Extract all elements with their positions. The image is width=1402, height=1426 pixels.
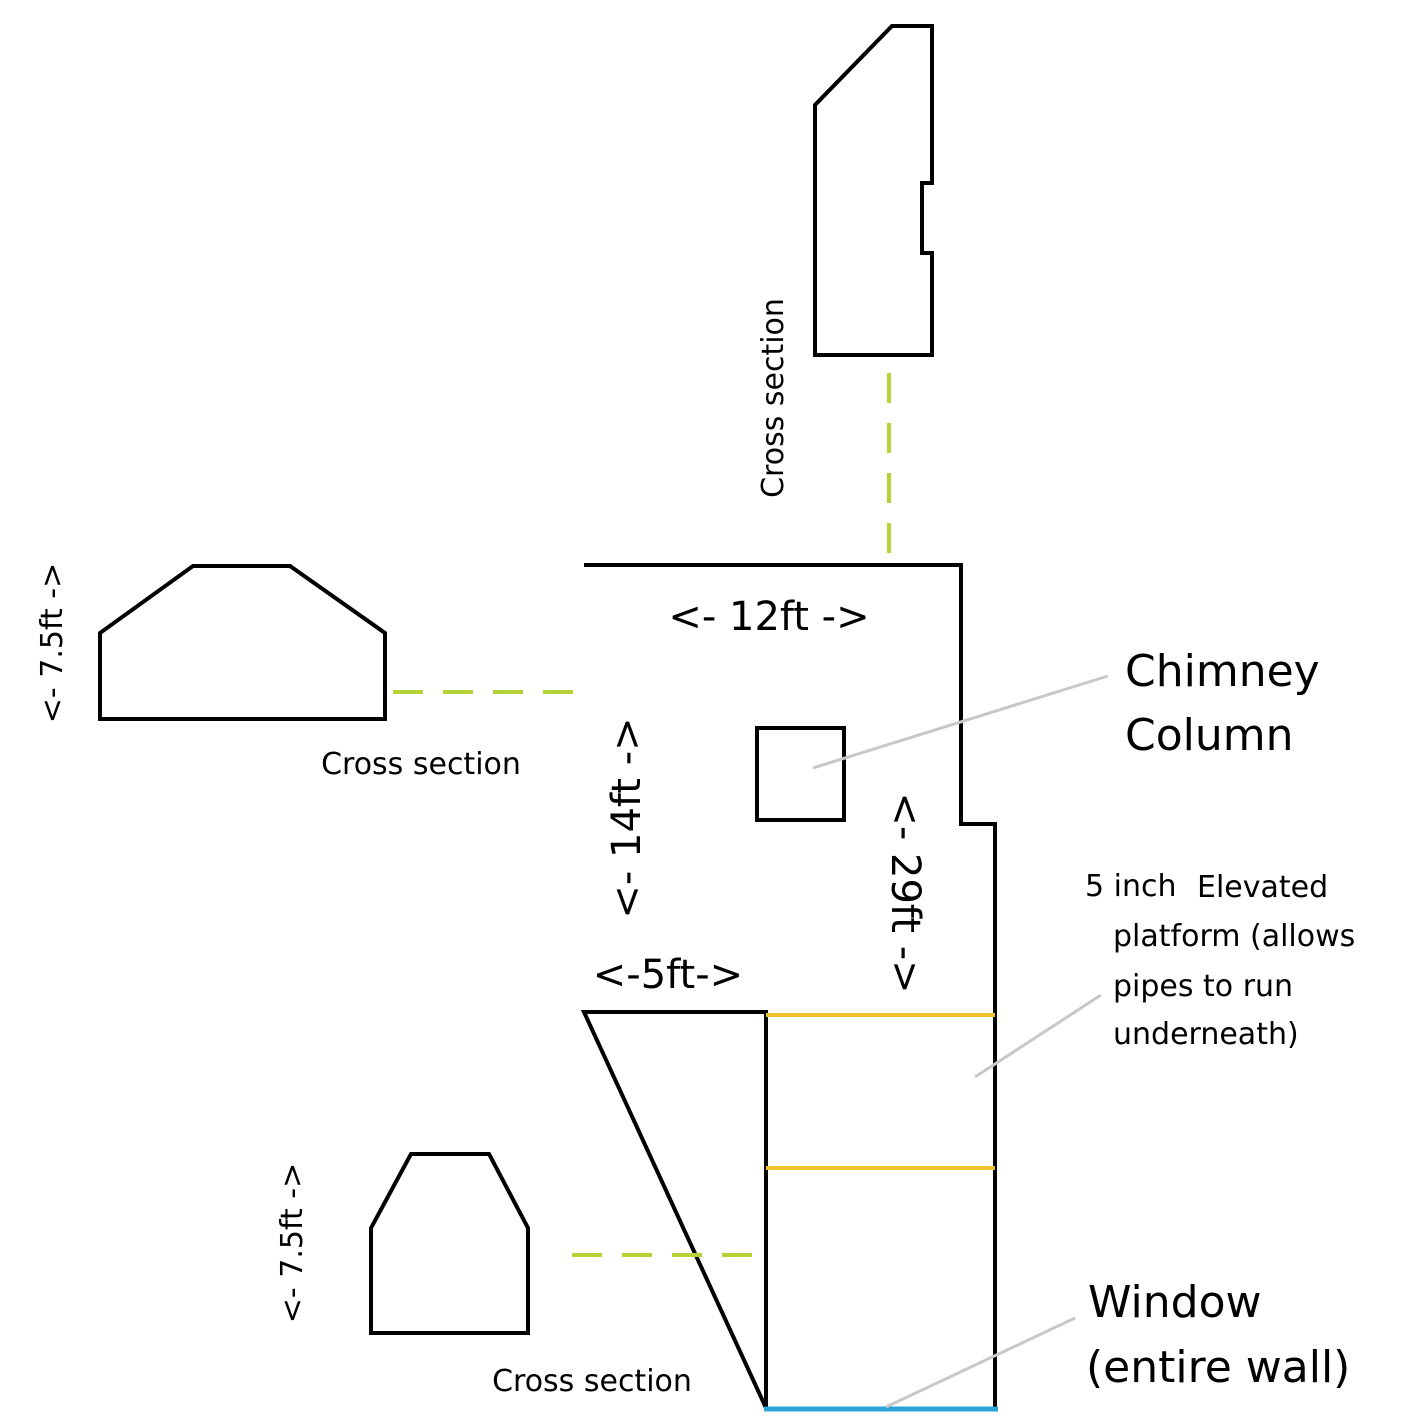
main-room-outline [580, 563, 997, 1409]
cross-section-label-top: Cross section [756, 298, 791, 498]
cross-section-shape-left [98, 564, 387, 721]
platform-label-line2: platform (allows [1113, 919, 1355, 954]
leader-chimney [812, 674, 1109, 770]
chimney-label-line1: Chimney [1125, 646, 1320, 697]
dimension-bottom-cross-height: <- 7.5ft -> [275, 1163, 310, 1324]
platform-label-line3: pipes to run [1113, 969, 1293, 1004]
dimension-left-height: <- 14ft -> [604, 717, 650, 918]
dimension-left-cross-height: <- 7.5ft -> [35, 563, 70, 724]
dimension-right-length: <- 29ft -> [882, 792, 928, 993]
chimney-column [755, 726, 846, 822]
cross-section-shape-top [813, 24, 934, 357]
leader-platform [974, 993, 1102, 1079]
chimney-label-line2: Column [1125, 710, 1294, 761]
window-label-line1: Window [1088, 1277, 1262, 1328]
platform-label-line1b: Elevated [1197, 870, 1328, 905]
cross-section-shape-bottom [369, 1152, 530, 1335]
platform-label-line1a: 5 inch [1085, 869, 1176, 904]
platform-label-line4: underneath) [1113, 1017, 1299, 1052]
dimension-top-width: <- 12ft -> [668, 594, 869, 640]
window-label-line2: (entire wall) [1086, 1342, 1350, 1393]
cross-section-label-bottom: Cross section [492, 1364, 692, 1399]
dimension-bottom-notch: <-5ft-> [593, 952, 743, 998]
leader-window [885, 1316, 1076, 1409]
cross-section-label-left: Cross section [321, 747, 521, 782]
